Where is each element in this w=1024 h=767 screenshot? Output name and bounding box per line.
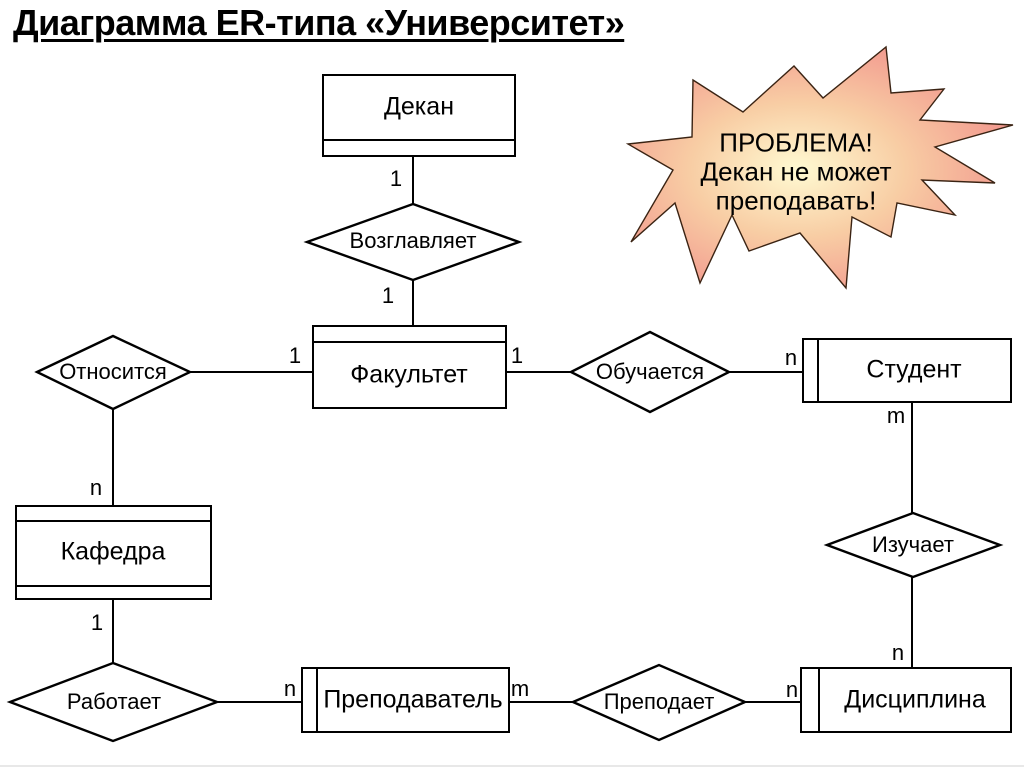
callout-line: ПРОБЛЕМА! (719, 127, 873, 158)
cardinality-disciplina-izuchaet: n (891, 640, 905, 665)
entity-student: Студент (802, 338, 1012, 403)
diamond-prepodaet (569, 663, 749, 742)
entity-disciplina: Дисциплина (800, 667, 1012, 733)
relationship-izuchaet-label: Изучает (872, 532, 954, 557)
relationship-rabotaet-label: Работает (66, 689, 162, 714)
callout-line: Декан не может (700, 156, 892, 187)
entity-kafedra-divider-top (17, 520, 210, 522)
relationship-diamonds (6, 202, 1004, 743)
entity-kafedra: Кафедра (15, 505, 212, 600)
starburst-shape (625, 45, 1014, 290)
cardinality-prepodavatel-prepodaet: m (510, 676, 530, 701)
relationship-prepodaet-label: Преподает (603, 689, 715, 714)
diamond-obuchaetsya (568, 330, 732, 414)
entity-dekan-label: Декан (383, 92, 455, 121)
cardinality-vozglavlyaet-fakultet: 1 (381, 283, 395, 308)
entity-prepodavatel: Преподаватель (301, 667, 510, 733)
entity-disciplina-label: Дисциплина (844, 685, 986, 714)
entity-disciplina-divider (818, 669, 820, 731)
slide-bottom-edge (0, 765, 1024, 767)
page-title: Диаграмма ER-типа «Университет» (13, 2, 625, 43)
diamond-rabotaet (6, 661, 221, 743)
entity-kafedra-label: Кафедра (60, 537, 166, 566)
diamond-vozglavlyaet (303, 202, 523, 282)
entity-student-label: Студент (866, 355, 962, 384)
diamond-izuchaet (823, 511, 1004, 579)
cardinality-disciplina-prepodaet: n (785, 677, 799, 702)
cardinality-fakultet-obuchaetsya: 1 (510, 343, 524, 368)
entity-prepodavatel-label: Преподаватель (323, 685, 503, 714)
relationship-otnositsya-label: Относится (59, 359, 167, 384)
entity-student-divider (817, 340, 819, 401)
relationship-vozglavlyaet-label: Возглавляет (349, 228, 477, 253)
cardinality-fakultet-otnositsya: 1 (288, 343, 302, 368)
cardinality-kafedra-otnositsya: n (89, 475, 103, 500)
diamond-otnositsya (34, 334, 193, 411)
entity-dekan-divider (324, 139, 514, 141)
entity-fakultet-divider (314, 341, 505, 343)
entity-fakultet-label: Факультет (350, 360, 468, 389)
relationship-obuchaetsya-label: Обучается (595, 359, 705, 384)
entity-prepodavatel-divider (316, 669, 318, 731)
entity-dekan: Декан (322, 74, 516, 157)
entity-fakultet: Факультет (312, 325, 507, 409)
cardinality-prepodavatel-rabotaet: n (283, 676, 297, 701)
cardinality-student-izuchaet: m (886, 403, 906, 428)
callout-text: ПРОБЛЕМА! Декан не может преподавать! (700, 127, 892, 216)
callout-line: преподавать! (715, 185, 877, 216)
entity-kafedra-divider-bottom (17, 585, 210, 587)
cardinality-kafedra-rabotaet: 1 (90, 610, 104, 635)
cardinality-student-obuchaetsya: n (784, 345, 798, 370)
cardinality-dekan-vozglavlyaet: 1 (389, 166, 403, 191)
